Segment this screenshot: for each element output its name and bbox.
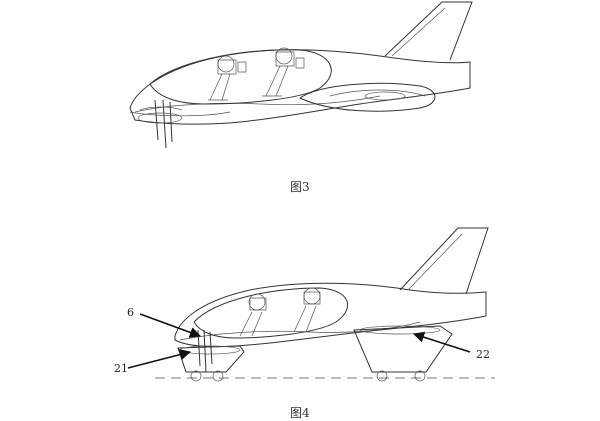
callout-21: 21	[114, 362, 128, 375]
figure-4-caption: 图4	[290, 406, 310, 420]
callout-6: 6	[127, 306, 134, 319]
figure-3-caption: 图3	[290, 180, 310, 194]
aircraft-drawing-fig3	[129, 1, 473, 149]
aircraft-drawing-fig4	[127, 227, 495, 382]
callout-22: 22	[476, 348, 490, 361]
